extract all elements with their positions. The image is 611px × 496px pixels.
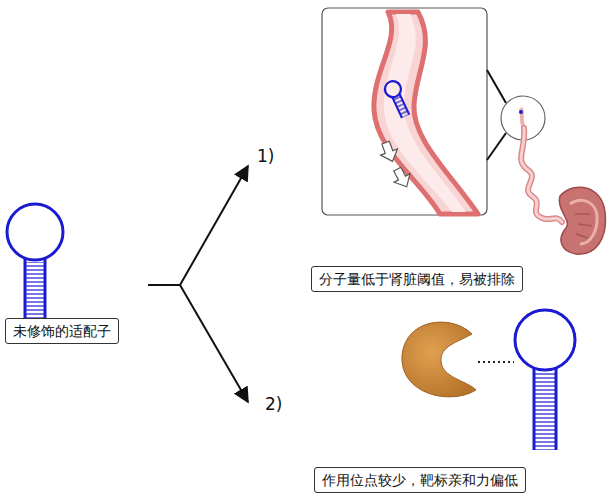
kidney	[521, 128, 605, 254]
kidney-tubule-inset	[322, 8, 487, 215]
fork-arrow	[148, 166, 248, 402]
aptamer	[515, 310, 575, 450]
binding-line	[478, 361, 514, 363]
caption-text: 分子量低于肾脏阈值，易被排除	[319, 270, 515, 288]
caption-text: 未修饰的适配子	[13, 322, 111, 340]
caption-box: 未修饰的适配子	[5, 318, 119, 344]
caption-box: 分子量低于肾脏阈值，易被排除	[311, 266, 523, 292]
branch-number: 2)	[265, 394, 282, 414]
target-protein	[402, 322, 476, 397]
caption-text: 作用位点较少，靶标亲和力偏低	[322, 471, 518, 489]
caption-box: 作用位点较少，靶标亲和力偏低	[314, 467, 526, 493]
aptamer	[7, 204, 63, 318]
branch-number: 1)	[257, 146, 274, 166]
